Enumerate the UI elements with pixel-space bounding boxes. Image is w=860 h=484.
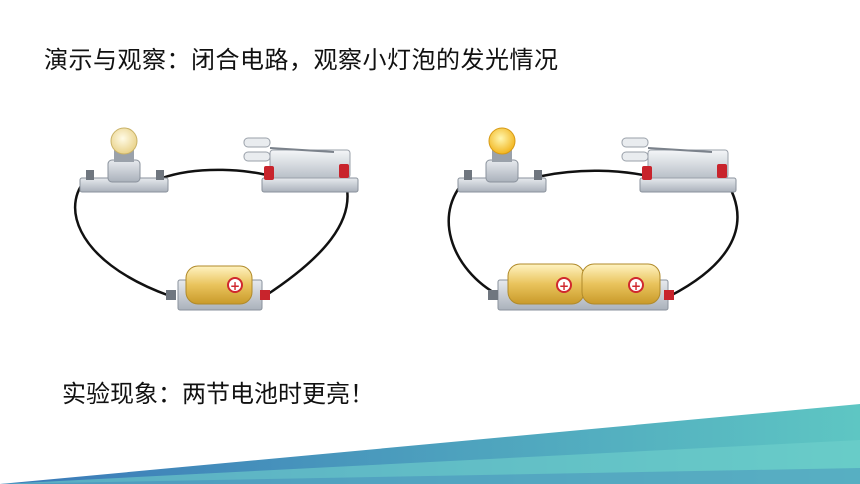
wire: [264, 176, 349, 298]
wire: [669, 175, 739, 298]
light-bulb-bright: [488, 127, 516, 155]
battery-plus-icon: [556, 277, 572, 293]
svg-text:+: +: [230, 279, 240, 293]
light-bulb-dim: [110, 127, 138, 155]
knife-switch: [243, 137, 359, 193]
observation-text: 实验现象：两节电池时更亮！: [62, 380, 374, 408]
light-bulb-holder: [79, 150, 169, 193]
svg-text:+: +: [559, 279, 569, 293]
decorative-bottom-band: [0, 404, 860, 484]
slide-title: 演示与观察：闭合电路，观察小灯泡的发光情况: [44, 46, 559, 74]
wire: [447, 175, 501, 298]
battery-holder-double: + +: [488, 263, 674, 311]
light-bulb-holder: [457, 150, 547, 193]
circuit-one-battery: +: [73, 127, 359, 311]
wire: [541, 169, 649, 178]
battery-plus-icon: [628, 277, 644, 293]
circuit-two-batteries: + +: [447, 127, 739, 311]
svg-text:+: +: [631, 279, 641, 293]
knife-switch: [621, 137, 737, 193]
wire: [161, 168, 271, 180]
battery-holder-single: +: [166, 265, 270, 311]
wire: [73, 175, 171, 298]
battery-plus-icon: [227, 277, 243, 293]
